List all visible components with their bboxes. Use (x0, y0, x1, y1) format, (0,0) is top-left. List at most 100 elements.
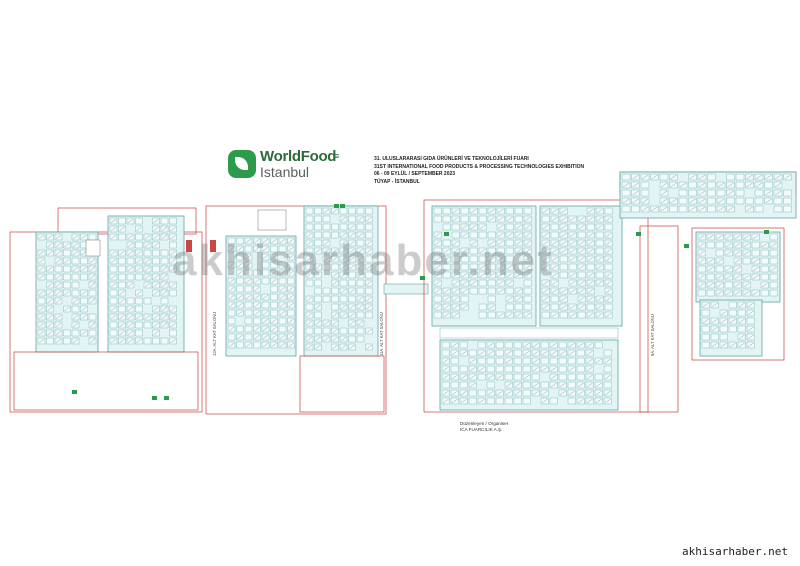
stand-booth (278, 245, 287, 253)
stand-marking (587, 232, 594, 238)
stand-marking (279, 302, 286, 308)
stand-marking (605, 248, 612, 254)
stand-marking (595, 382, 602, 388)
stand-marking (443, 304, 450, 310)
stand-marking (64, 290, 70, 296)
stand-booth (278, 277, 287, 285)
stand-marking (542, 256, 549, 262)
stand-booth (604, 303, 613, 311)
stand-marking (357, 248, 364, 254)
stand-marking (127, 322, 134, 328)
stand-marking (761, 282, 768, 288)
stand-booth (707, 189, 716, 197)
stand-marking (595, 390, 602, 396)
stand-booth (745, 197, 754, 205)
stand-marking (587, 272, 594, 278)
stand-marking (497, 264, 504, 270)
stand-booth (450, 357, 459, 365)
stand-marking (72, 234, 79, 240)
stand-marking (738, 334, 745, 340)
stand-booth (451, 263, 460, 271)
stand-booth (558, 373, 567, 381)
stand-marking (161, 266, 168, 272)
stand-booth (751, 241, 760, 249)
stand-booth (442, 271, 451, 279)
stand-marking (357, 216, 364, 222)
stand-marking (747, 334, 754, 340)
logo-city-text: Istanbul (260, 164, 310, 180)
stand-marking (711, 326, 718, 332)
stand-booth (322, 327, 331, 335)
stand-marking (596, 280, 603, 286)
stand-booth (523, 303, 532, 311)
stand-marking (340, 336, 347, 342)
stand-booth (760, 289, 769, 297)
stand-marking (340, 304, 347, 310)
stand-marking (497, 288, 504, 294)
stand-marking (434, 272, 441, 278)
stand-booth (80, 273, 88, 281)
stand-marking (632, 174, 639, 180)
stand-booth (726, 197, 735, 205)
stand-booth (442, 223, 451, 231)
stand-booth (278, 261, 287, 269)
stand-marking (578, 288, 585, 294)
stand-marking (332, 320, 338, 326)
stand-marking (605, 240, 612, 246)
stand-marking (349, 320, 355, 326)
stand-booth (348, 279, 356, 287)
stand-marking (734, 234, 741, 240)
stand-marking (461, 280, 468, 286)
stand-booth (495, 357, 504, 365)
stand-marking (127, 314, 134, 320)
stand-marking (434, 280, 441, 286)
stand-booth (227, 333, 236, 341)
stand-marking (542, 224, 549, 230)
stand-booth (118, 305, 126, 313)
stand-booth (576, 357, 585, 365)
stand-booth (603, 365, 612, 373)
stand-marking (725, 266, 732, 272)
stand-marking (515, 248, 522, 254)
stand-marking (366, 328, 372, 334)
stand-marking (587, 248, 594, 254)
stand-booth (742, 257, 751, 265)
stand-marking (228, 246, 235, 252)
stand-booth (80, 297, 88, 305)
stand-marking (698, 182, 706, 188)
stand-marking (245, 262, 252, 268)
stand-marking (770, 266, 777, 272)
stand-marking (127, 338, 134, 344)
stand-marking (488, 256, 495, 262)
stand-marking (349, 304, 355, 310)
stand-marking (144, 274, 151, 280)
stand-marking (670, 198, 677, 204)
stand-marking (161, 306, 168, 312)
stand-booth (603, 381, 612, 389)
stand-booth (550, 303, 559, 311)
stand-booth (152, 265, 160, 273)
stand-booth (706, 289, 715, 297)
stand-marking (587, 240, 594, 246)
stand-marking (170, 306, 176, 312)
stand-booth (460, 295, 469, 303)
stand-booth (567, 397, 576, 405)
stand-marking (746, 206, 753, 212)
stand-booth (278, 325, 287, 333)
stand-booth (469, 263, 478, 271)
stand-marking (332, 336, 338, 342)
stand-booth (760, 257, 769, 265)
stand-booth (126, 257, 135, 265)
stand-marking (254, 326, 260, 332)
stand-marking (505, 390, 512, 396)
stand-booth (253, 317, 261, 325)
stand-marking (586, 398, 593, 404)
stand-marking (306, 256, 313, 262)
stand-booth (719, 325, 728, 333)
stand-booth (236, 325, 244, 333)
stand-marking (497, 232, 504, 238)
stand-marking (64, 242, 70, 248)
stand-marking (306, 296, 313, 302)
stand-marking (279, 238, 286, 244)
stand-marking (81, 314, 87, 320)
